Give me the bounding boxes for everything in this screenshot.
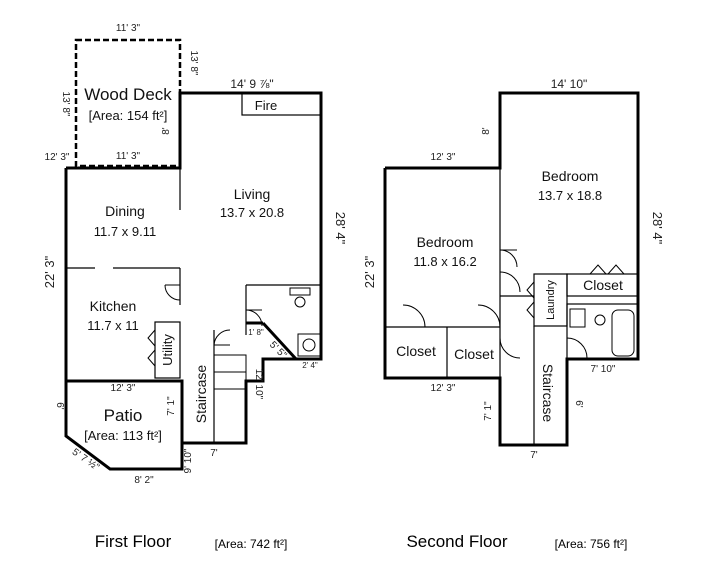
dim-bottom-left: 12' 3" bbox=[431, 383, 456, 394]
room-size-bedroom-small: 11.8 x 16.2 bbox=[413, 254, 476, 269]
bath-drain bbox=[302, 338, 316, 352]
door-swing bbox=[499, 271, 521, 293]
room-size-kitchen: 11.7 x 11 bbox=[87, 318, 139, 333]
bath-diagonal bbox=[261, 321, 298, 361]
bath-block bbox=[566, 303, 639, 360]
room-label-utility: Utility bbox=[160, 334, 175, 366]
door-swing bbox=[499, 337, 521, 359]
room-label-living: Living bbox=[234, 186, 271, 202]
room-label-wood-deck: Wood Deck bbox=[84, 85, 172, 104]
dim-deck-right: 13' 8" bbox=[188, 51, 199, 76]
first-floor-title: First Floor bbox=[95, 532, 172, 551]
laundry bbox=[533, 273, 568, 327]
bath-shower bbox=[297, 333, 321, 357]
dim-stair-left: 7' 1" bbox=[483, 401, 494, 421]
dim-patio-right: 7' 1" bbox=[166, 396, 177, 416]
bath-toilet bbox=[594, 314, 606, 326]
door-swing bbox=[213, 329, 231, 346]
dim-step: 8' bbox=[481, 127, 492, 135]
room-label-dining: Dining bbox=[105, 203, 145, 219]
room-label-patio: Patio bbox=[104, 406, 143, 425]
dim-stair-bottom: 7' bbox=[210, 448, 218, 459]
room-label-staircase: Staircase bbox=[193, 365, 209, 424]
second-floor-labels: Bedroom 13.7 x 18.8 Bedroom 11.8 x 16.2 … bbox=[362, 77, 665, 551]
bathtub bbox=[611, 309, 635, 357]
bath-sink bbox=[289, 287, 311, 296]
dim-patio-top: 12' 3" bbox=[111, 383, 136, 394]
dim-bath-bottom: 2' 4" bbox=[302, 361, 318, 370]
dim-deck-bottom: 11' 3" bbox=[116, 151, 141, 162]
second-floor-plan bbox=[383, 91, 640, 447]
room-size-living: 13.7 x 20.8 bbox=[220, 205, 284, 220]
door-swing bbox=[499, 249, 518, 268]
dim-deck-left: 13' 8" bbox=[60, 92, 71, 117]
first-floor-labels: Wood Deck [Area: 154 ft²] Fire Living 13… bbox=[42, 23, 348, 551]
room-size-bedroom-large: 13.7 x 18.8 bbox=[538, 188, 602, 203]
dim-deck-top: 11' 3" bbox=[116, 23, 141, 34]
dim-left-top: 12' 3" bbox=[431, 152, 456, 163]
dim-right-side: 28' 4" bbox=[333, 212, 348, 245]
dim-left-side-2: 22' 3" bbox=[362, 255, 377, 288]
room-label-fire: Fire bbox=[255, 98, 277, 113]
patio-wall bbox=[64, 381, 184, 471]
fireplace bbox=[241, 92, 322, 116]
dim-stair-bottom-left: 9' 10" bbox=[183, 448, 194, 473]
dim-patio-left: 6' bbox=[54, 402, 65, 410]
room-label-staircase-2: Staircase bbox=[540, 364, 556, 423]
dim-top: 14' 10" bbox=[551, 77, 588, 91]
dim-living-top: 14' 9 ⅞" bbox=[230, 77, 273, 91]
door-swing bbox=[164, 284, 181, 301]
dim-hall-vertical: 12' 10" bbox=[253, 369, 264, 400]
dim-small-step: 1' 8" bbox=[248, 328, 264, 337]
door-swing bbox=[245, 309, 263, 327]
bath-toilet bbox=[294, 296, 306, 308]
closet-door bbox=[477, 304, 501, 328]
room-area-patio: [Area: 113 ft²] bbox=[84, 428, 162, 443]
room-label-closet-right: Closet bbox=[583, 277, 623, 293]
dim-deck-side: 8' bbox=[161, 127, 172, 135]
bifold bbox=[589, 264, 625, 275]
second-floor-title: Second Floor bbox=[406, 532, 507, 551]
room-label-closet-b: Closet bbox=[454, 346, 494, 362]
first-floor-plan bbox=[64, 38, 323, 471]
room-label-bedroom-large: Bedroom bbox=[542, 168, 599, 184]
dim-left-side: 22' 3" bbox=[42, 255, 57, 288]
dim-left-upper: 12' 3" bbox=[45, 152, 70, 163]
room-label-closet-a: Closet bbox=[396, 343, 436, 359]
room-label-laundry: Laundry bbox=[545, 280, 557, 320]
dim-bath-bottom-2: 7' 10" bbox=[591, 364, 616, 375]
door-swing bbox=[566, 337, 588, 359]
bifold bbox=[526, 281, 535, 319]
bath-sink bbox=[569, 308, 586, 328]
room-label-bedroom-small: Bedroom bbox=[417, 234, 474, 250]
closet-door bbox=[402, 304, 426, 328]
room-label-kitchen: Kitchen bbox=[90, 298, 137, 314]
dim-patio-bottom: 8' 2" bbox=[134, 475, 154, 486]
utility-bifold bbox=[147, 329, 156, 367]
dim-stair-bottom-2: 7' bbox=[530, 450, 538, 461]
dim-stair-right: 6' bbox=[573, 400, 584, 408]
second-floor-area: [Area: 756 ft²] bbox=[555, 537, 628, 551]
dim-right-side-2: 28' 4" bbox=[650, 212, 665, 245]
room-size-dining: 11.7 x 9.11 bbox=[94, 224, 156, 239]
exterior-wall bbox=[383, 91, 640, 447]
first-floor-area: [Area: 742 ft²] bbox=[215, 537, 288, 551]
room-area-wood-deck: [Area: 154 ft²] bbox=[89, 108, 168, 123]
